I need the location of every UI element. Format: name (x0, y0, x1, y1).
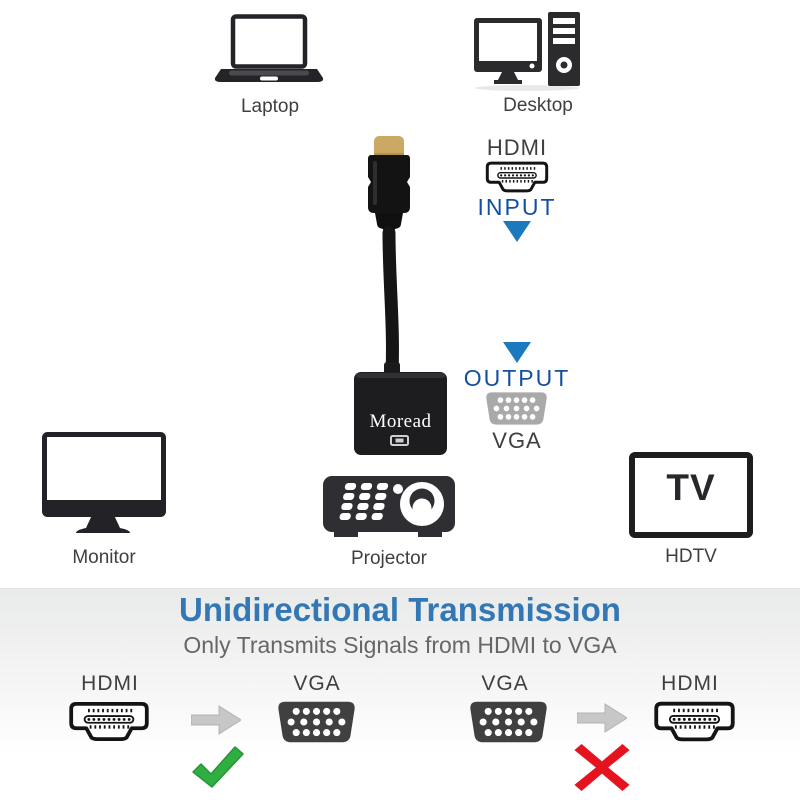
output-arrow-down-icon (503, 342, 531, 363)
projector-label: Projector (350, 548, 428, 569)
desktop-label: Desktop (503, 95, 573, 116)
blocked-arrow-right-icon (577, 703, 627, 733)
vga-output-label: VGA (492, 428, 542, 453)
vga-connector-icon (483, 391, 550, 426)
blocked-hdmi-connector-icon (652, 701, 737, 742)
allowed-hdmi-connector-icon (67, 701, 151, 742)
allowed-to-label: VGA (293, 672, 341, 695)
monitor-icon (42, 432, 166, 533)
allowed-arrow-right-icon (191, 705, 241, 735)
desktop-icon (474, 12, 580, 91)
banner-subtitle: Only Transmits Signals from HDMI to VGA (183, 632, 617, 658)
hdmi-connector-icon (484, 161, 550, 193)
input-direction-label: INPUT (477, 194, 557, 220)
output-direction-label: OUTPUT (463, 365, 571, 391)
allowed-vga-connector-icon (274, 700, 359, 744)
monitor-label: Monitor (72, 547, 136, 568)
blocked-to-label: HDMI (661, 672, 719, 695)
laptop-icon (214, 14, 324, 82)
blocked-vga-connector-icon (466, 700, 551, 744)
checkmark-icon (189, 745, 247, 789)
adapter-cable-icon (354, 136, 447, 455)
laptop-label: Laptop (240, 96, 300, 117)
cross-icon (574, 744, 630, 791)
blocked-from-label: VGA (481, 672, 529, 695)
banner-title: Unidirectional Transmission (179, 591, 621, 628)
input-arrow-down-icon (503, 221, 531, 242)
hdmi-input-label: HDMI (486, 135, 548, 160)
hdtv-label: HDTV (665, 546, 717, 567)
adapter-brand-label: Moread (369, 411, 432, 432)
tv-icon (629, 452, 753, 538)
allowed-from-label: HDMI (81, 672, 139, 695)
projector-icon (323, 476, 455, 537)
tv-screen-text: TV (666, 467, 716, 508)
banner-background (0, 588, 800, 800)
